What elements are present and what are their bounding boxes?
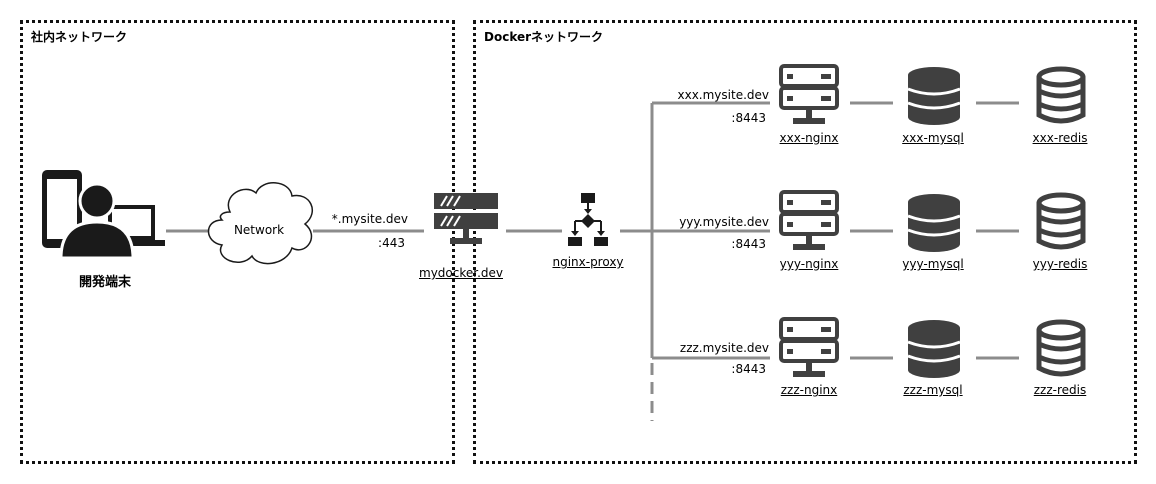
flowchart-icon <box>568 193 608 246</box>
proxy-label[interactable]: nginx-proxy <box>552 255 624 269</box>
database-icon-yyy-mysql <box>906 192 962 254</box>
nginx-label[interactable]: yyy-nginx <box>779 257 839 271</box>
server-rack-icon <box>434 193 498 244</box>
redis-label[interactable]: yyy-redis <box>1032 257 1088 271</box>
network-label: Network <box>233 223 285 237</box>
database-icon-zzz-mysql <box>906 318 962 380</box>
stack-port-label: :8443 <box>731 111 766 125</box>
mysql-label[interactable]: yyy-mysql <box>902 257 964 271</box>
host-server-label[interactable]: mydocker.dev <box>419 266 503 280</box>
server-icon-xxx-nginx <box>779 64 839 126</box>
redis-label[interactable]: zzz-redis <box>1033 383 1087 397</box>
nginx-label[interactable]: zzz-nginx <box>780 383 838 397</box>
public-host-label: *.mysite.dev <box>331 212 408 226</box>
stack-host-label: yyy.mysite.dev <box>679 215 769 229</box>
server-icon-zzz-nginx <box>779 317 839 379</box>
redis-label[interactable]: xxx-redis <box>1032 131 1088 145</box>
database-icon-xxx-mysql <box>906 65 962 127</box>
database-icon-zzz-redis <box>1039 322 1083 374</box>
user-devices-icon <box>42 170 165 260</box>
cloud-icon <box>207 182 313 265</box>
mysql-label[interactable]: xxx-mysql <box>902 131 964 145</box>
stack-host-label: zzz.mysite.dev <box>679 341 769 355</box>
client-label: 開発端末 <box>78 275 132 290</box>
server-icon-yyy-nginx <box>779 190 839 252</box>
connector-lines <box>166 101 1019 421</box>
database-icon-yyy-redis <box>1039 195 1083 247</box>
stack-port-label: :8443 <box>731 237 766 251</box>
internal-network-title: 社内ネットワーク <box>31 30 128 44</box>
nginx-label[interactable]: xxx-nginx <box>779 131 839 145</box>
stack-port-label: :8443 <box>731 362 766 376</box>
stack-host-label: xxx.mysite.dev <box>677 88 770 102</box>
docker-network-title: Dockerネットワーク <box>484 30 604 44</box>
database-icon-xxx-redis <box>1039 69 1083 121</box>
mysql-label[interactable]: zzz-mysql <box>903 383 963 397</box>
public-port-label: :443 <box>378 236 405 250</box>
